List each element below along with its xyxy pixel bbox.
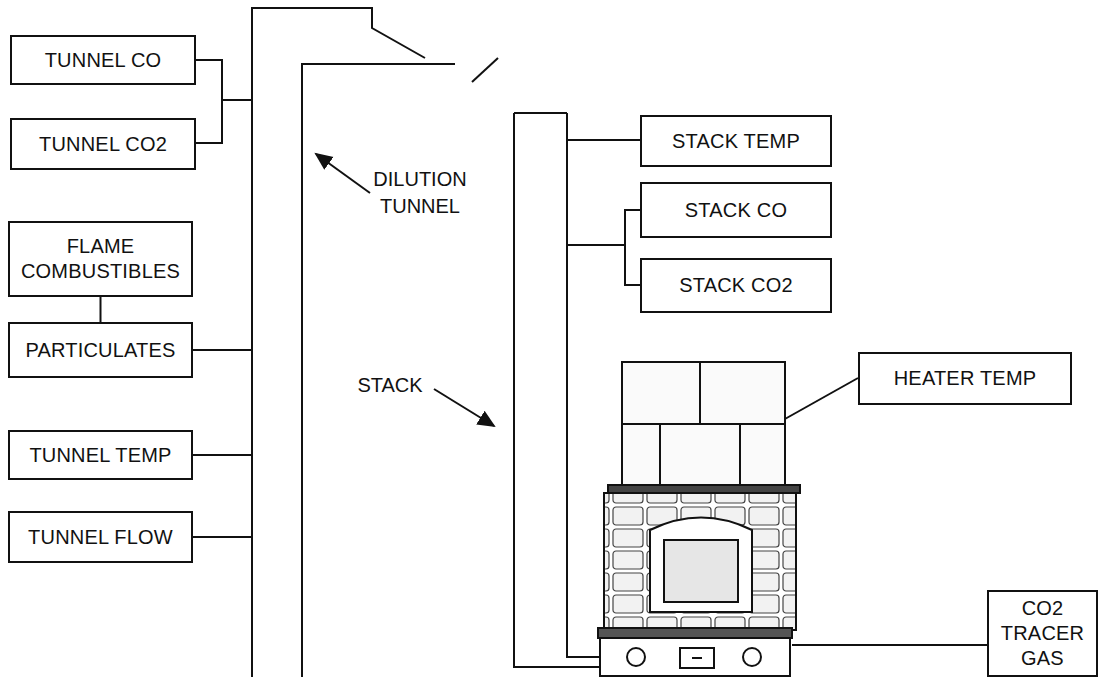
part-label: STACK — [345, 372, 435, 399]
instrument-box: TUNNEL CO2 — [10, 118, 196, 170]
instrument-box: TUNNEL TEMP — [8, 430, 193, 480]
instrument-box: STACK CO — [640, 182, 832, 238]
instrument-box: TUNNEL CO — [10, 35, 196, 85]
box-label: FLAME COMBUSTIBLES — [16, 234, 185, 284]
instrument-box: HEATER TEMP — [858, 352, 1072, 405]
box-label: TUNNEL FLOW — [28, 525, 173, 550]
instrument-box: FLAME COMBUSTIBLES — [8, 221, 193, 297]
box-label: STACK CO — [685, 198, 787, 223]
part-label: DILUTION TUNNEL — [360, 166, 480, 220]
instrument-box: STACK CO2 — [640, 258, 832, 313]
box-label: TUNNEL CO — [45, 48, 162, 73]
box-label: TUNNEL CO2 — [39, 132, 167, 157]
box-label: STACK TEMP — [672, 129, 800, 154]
box-label: PARTICULATES — [25, 338, 175, 363]
instrument-box: CO2 TRACER GAS — [987, 590, 1098, 677]
box-label: CO2 TRACER GAS — [995, 596, 1090, 671]
box-label: STACK CO2 — [679, 273, 793, 298]
box-label: TUNNEL TEMP — [29, 443, 171, 468]
instrument-box: STACK TEMP — [640, 115, 832, 167]
box-label: HEATER TEMP — [894, 366, 1037, 391]
instrument-box: PARTICULATES — [8, 322, 193, 378]
connector-line — [100, 297, 102, 322]
instrument-box: TUNNEL FLOW — [8, 511, 193, 563]
